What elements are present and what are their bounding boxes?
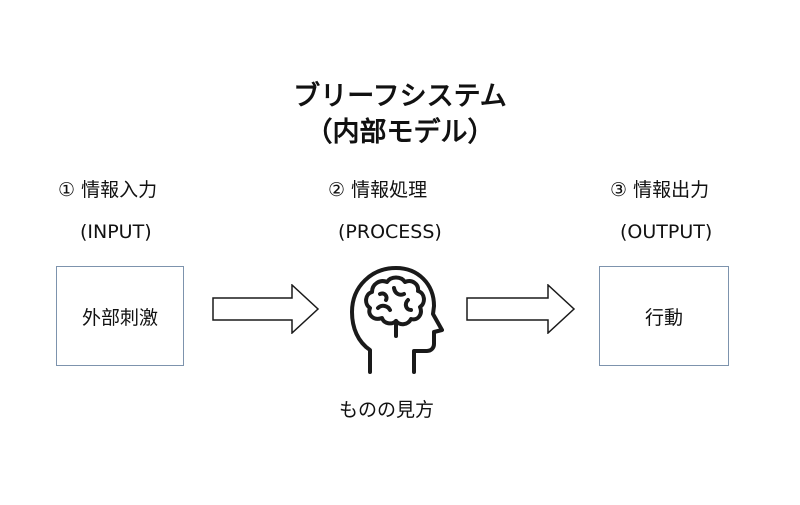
- input-box-label: 外部刺激: [81, 306, 158, 329]
- step-input-sub: (INPUT): [80, 221, 152, 243]
- step-output-sub: (OUTPUT): [620, 221, 713, 243]
- step-process-heading: ② 情報処理: [328, 179, 428, 201]
- step-process-sub: (PROCESS): [338, 221, 442, 243]
- process-caption: ものの見方: [339, 399, 435, 421]
- diagram-subtitle: （内部モデル）: [305, 117, 495, 148]
- arrow-right-icon: [466, 284, 576, 334]
- output-box: 行動: [599, 266, 729, 366]
- step-output-heading: ③ 情報出力: [610, 179, 710, 201]
- arrow-right-icon: [212, 284, 320, 334]
- step-input-heading: ① 情報入力: [58, 179, 158, 201]
- output-box-label: 行動: [644, 306, 683, 329]
- head-brain-icon: [350, 266, 444, 374]
- input-box: 外部刺激: [56, 266, 184, 366]
- diagram-title: ブリーフシステム: [293, 81, 507, 112]
